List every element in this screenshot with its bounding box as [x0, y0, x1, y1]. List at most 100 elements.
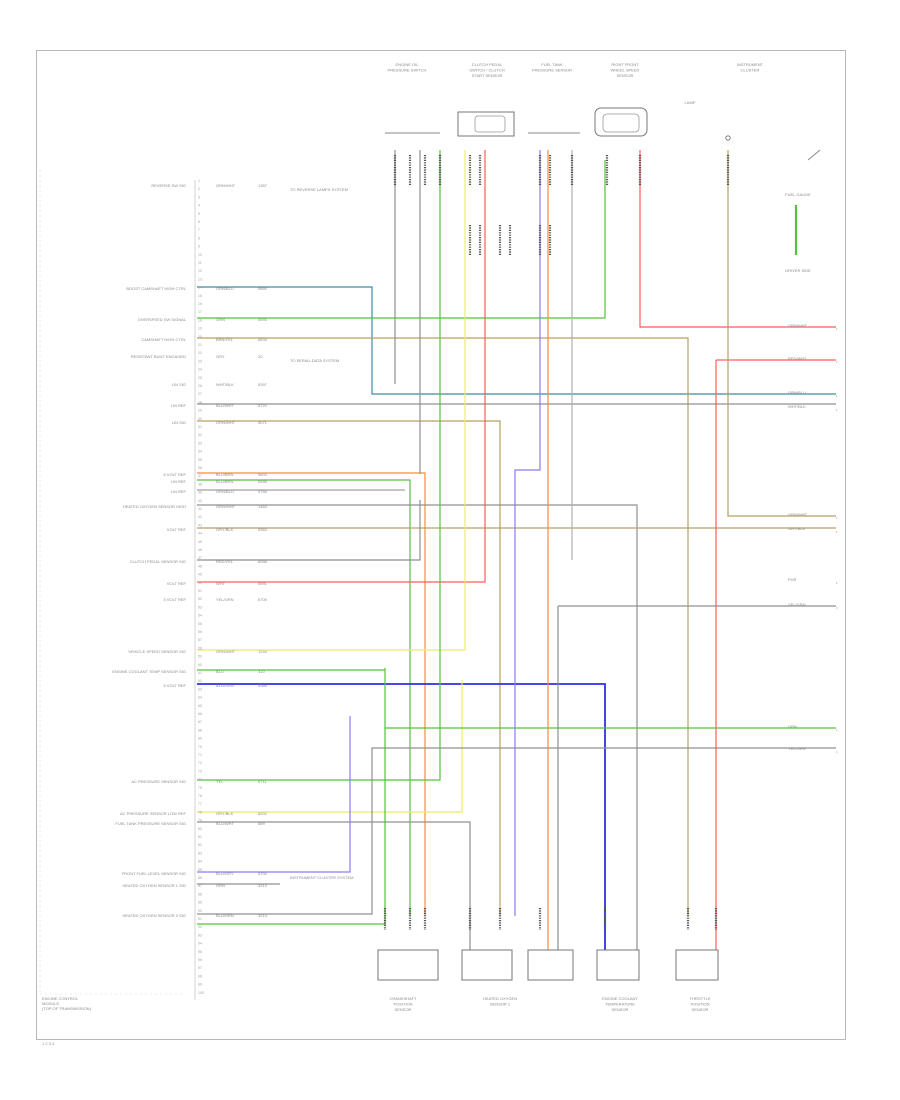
pin-number: 10: [198, 253, 202, 257]
sensor-body: [675, 949, 719, 981]
signal-label: 5 VOLT REF: [163, 597, 186, 602]
pin-number: 83: [198, 851, 202, 855]
system-note: INSTRUMENT CLUSTER SYSTEM: [290, 875, 354, 880]
wire-olive: [197, 337, 689, 916]
pin-number: 99: [198, 983, 202, 987]
pin-number: 69: [198, 737, 202, 741]
pin-number: 56: [198, 630, 202, 634]
wire-yellow: [197, 150, 466, 651]
pin-number: 79: [198, 819, 202, 823]
pin-number: 84: [198, 860, 202, 864]
lamp-switch-symbol: [807, 149, 821, 161]
wire-green-4: [197, 150, 441, 781]
signal-label: OVERSPEED SW SIGNAL: [138, 317, 187, 322]
pin-number: 22: [198, 351, 202, 355]
signal-label: FRONT FUEL LEVEL SENSOR SIG: [122, 871, 186, 876]
signal-label: VEHICLE SPEED SENSOR SIG: [128, 649, 186, 654]
pin-number: 75: [198, 786, 202, 790]
right-terminal: •: [836, 326, 838, 331]
circuit-number: 5383: [258, 527, 268, 532]
wire-color-label: GRN/WHT: [216, 420, 236, 425]
wire-purple: [197, 716, 351, 873]
right-wire-label: GRN: [788, 724, 797, 729]
pin-number: 58: [198, 646, 202, 650]
ecu-caption: MODULE: [42, 1001, 59, 1006]
pin-number: 16: [198, 302, 202, 306]
signal-label: CLUTCH PEDAL SENSOR SIG: [130, 559, 186, 564]
wire-color-label: GRN/BLU: [216, 286, 234, 291]
right-terminal: •: [836, 359, 838, 364]
circuit-number: 5722: [258, 403, 268, 408]
signal-label: LIN SIG: [172, 420, 186, 425]
pin-number: 38: [198, 482, 202, 486]
wire-color-label: BLU/GRN: [216, 913, 234, 918]
wire-green-overspeed: [197, 160, 606, 319]
component-label: SENSOR: [692, 1007, 709, 1012]
circuit-number: 5755: [258, 489, 268, 494]
circuit-number: 5385: [258, 683, 268, 688]
pin-number: 71: [198, 753, 202, 757]
right-wire-label: RED/WHT: [788, 356, 807, 361]
pin-number: 19: [198, 327, 202, 331]
signal-label: 5 VOLT REF: [163, 683, 186, 688]
pin-number: 73: [198, 769, 202, 773]
right-terminal: •: [836, 605, 838, 610]
component-label: SENSOR: [612, 1007, 629, 1012]
component-label: LAMP: [685, 100, 696, 105]
signal-label: BOOST CAMSHAFT HIGH CTRL: [126, 286, 186, 291]
wire-color-label: WHT: [216, 581, 226, 586]
right-wire-label: YEL/GRN: [788, 746, 806, 751]
pin-number: 44: [198, 532, 202, 536]
wire-color-label: BLU/GRN: [216, 683, 234, 688]
ecu-caption: (TOP OF TRANSMISSION): [42, 1006, 92, 1011]
wire-color-label: GRN: [216, 883, 225, 888]
circuit-number: 5691: [258, 581, 268, 586]
pin-number: 40: [198, 499, 202, 503]
wire-color-label: GRY: [216, 354, 225, 359]
circuit-number: 5595: [258, 479, 268, 484]
right-terminal: •: [836, 749, 838, 754]
text-layer: 1234567891011121314151617181920212223242…: [42, 62, 838, 1046]
component-label: DRIVER SIDE: [785, 268, 811, 273]
pin-number: 43: [198, 523, 202, 527]
wire-color-label: GRY/BLK: [216, 527, 234, 532]
component-label: SENSOR: [617, 73, 634, 78]
right-terminal: •: [836, 515, 838, 520]
pin-number: 87: [198, 884, 202, 888]
circuit-number: 6202: [258, 811, 268, 816]
pin-number: 13: [198, 277, 202, 281]
pin-number: 37: [198, 474, 202, 478]
wire-red-2: [639, 150, 836, 328]
pin-number: 89: [198, 901, 202, 905]
signal-label: VOLT REF: [167, 527, 187, 532]
right-wire-label: YEL/GRN: [788, 602, 806, 607]
pin-number: 48: [198, 564, 202, 568]
clutch-switch-body: [457, 111, 515, 137]
pin-number: 77: [198, 802, 202, 806]
pin-number: 97: [198, 966, 202, 970]
right-wire-label: PUR: [788, 577, 797, 582]
wire-gray-7: [197, 747, 836, 915]
pin-number: 15: [198, 294, 202, 298]
pin-number: 27: [198, 392, 202, 396]
wire-green-5: [197, 668, 386, 925]
circuit-number: 20: [258, 354, 263, 359]
pin-number: 24: [198, 368, 202, 372]
wire-color-label: RED/YEL: [216, 559, 234, 564]
pin-number: 68: [198, 728, 202, 732]
pin-number: 70: [198, 745, 202, 749]
signal-label: CAMSHAFT HIGH CTRL: [141, 337, 186, 342]
wheel-speed-sensor-coil: [602, 113, 640, 133]
wire-color-label: YEL: [216, 779, 224, 784]
circuit-number: 5694: [258, 317, 268, 322]
circuit-number: 5397: [258, 382, 268, 387]
component-label: SENSOR: [395, 1007, 412, 1012]
wire-color-label: GRN/WHT: [216, 649, 236, 654]
pin-number: 5: [198, 212, 200, 216]
pin-number: 64: [198, 696, 202, 700]
circuit-number: 1464: [258, 504, 268, 509]
pin-number: 1: [198, 179, 200, 183]
pin-number: 62: [198, 679, 202, 683]
component-label: ENGINE COOLANT: [602, 996, 638, 1001]
